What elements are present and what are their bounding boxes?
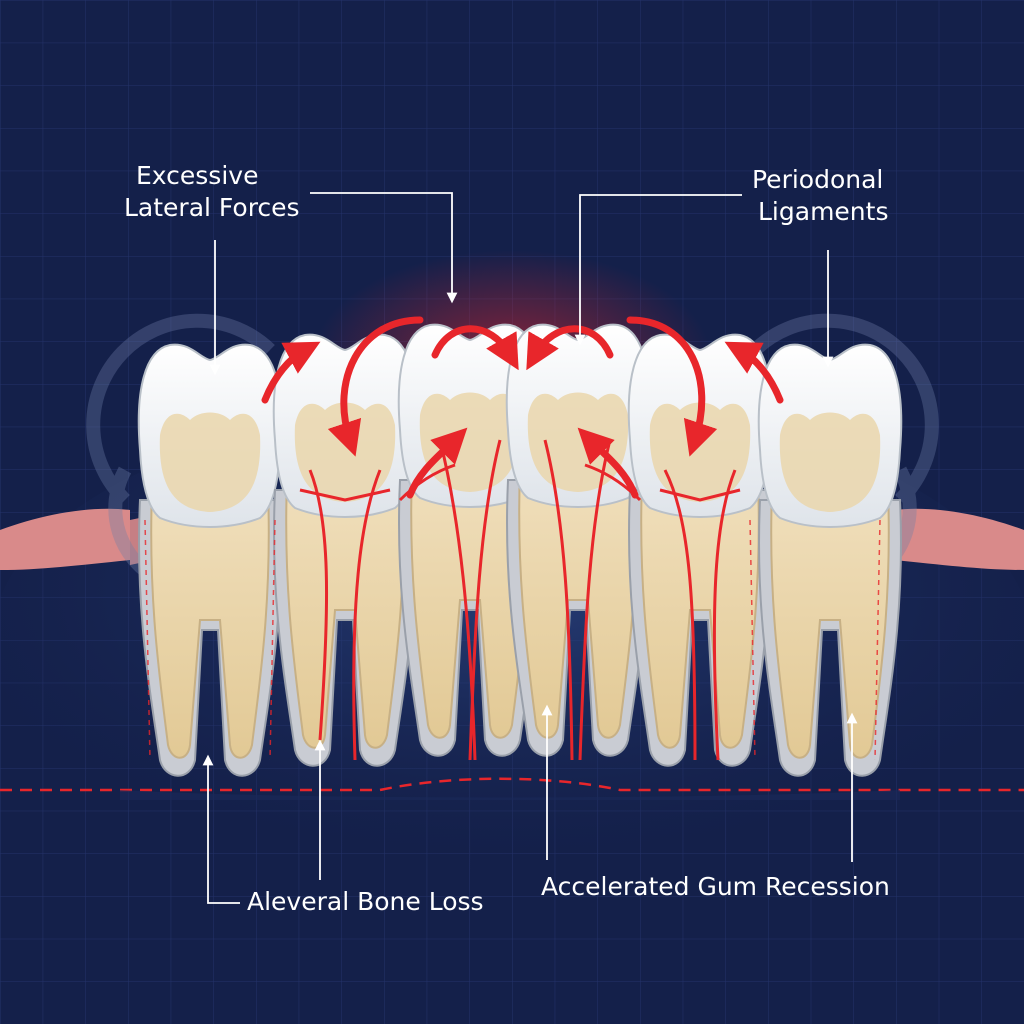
curved-arrow-icon: [526, 325, 614, 371]
curved-arrow-icon: [261, 341, 321, 404]
label-excessive-lateral-forces: Excessive Lateral Forces: [124, 160, 300, 224]
force-arrows: [261, 316, 784, 499]
label-bone-loss: Aleveral Bone Loss: [247, 887, 484, 916]
label-gum-recession: Accelerated Gum Recession: [541, 872, 890, 901]
gum-left: [0, 508, 130, 570]
label-excessive-line1: Excessive: [136, 161, 259, 190]
curved-arrow-icon: [327, 316, 424, 457]
curved-arrow-icon: [724, 341, 784, 404]
stress-lines: [299, 439, 741, 761]
leader-lines: [202, 192, 858, 904]
label-periodontal-line2: Ligaments: [758, 197, 889, 226]
label-periodontal-ligaments: Periodonal Ligaments: [752, 164, 888, 228]
curved-arrow-icon: [406, 427, 468, 499]
curved-arrow-icon: [431, 325, 519, 371]
arrow-pointer-icon: [310, 192, 458, 304]
arrow-pointer-icon: [574, 194, 742, 346]
curved-arrow-icon: [577, 427, 639, 499]
ligament-dashes: [144, 519, 881, 761]
bone-level-line: [0, 777, 1024, 792]
arrow-pointer-icon: [202, 754, 240, 904]
label-periodontal-line1: Periodonal: [752, 165, 884, 194]
curved-arrow-icon: [626, 316, 718, 457]
label-excessive-line2: Lateral Forces: [124, 193, 300, 222]
bone-base: [120, 790, 900, 800]
gum-right: [894, 508, 1024, 570]
